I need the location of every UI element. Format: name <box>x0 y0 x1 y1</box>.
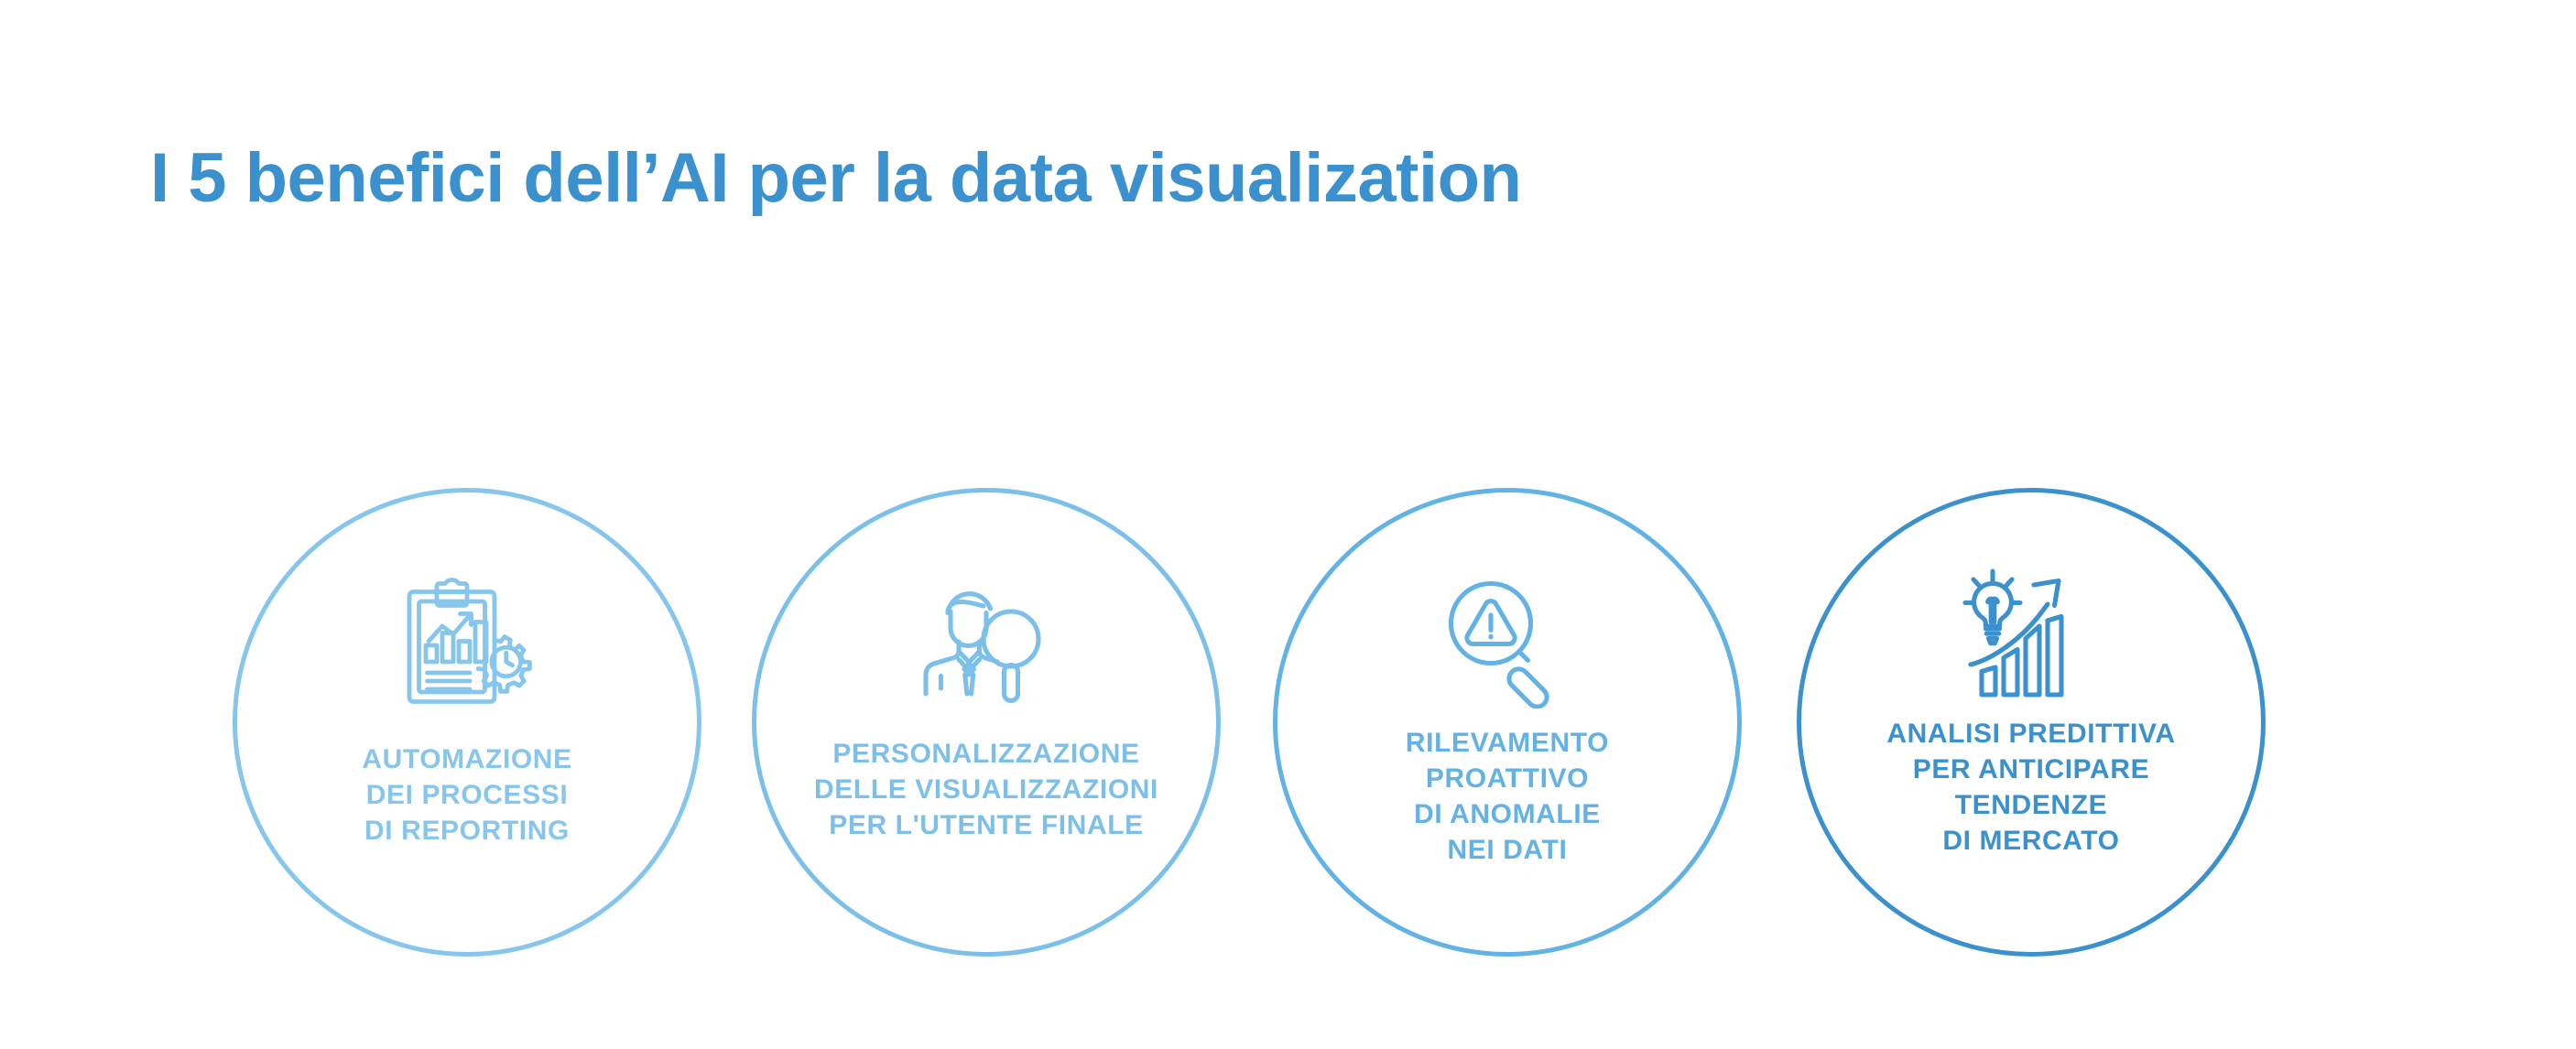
benefits-row: AUTOMAZIONE DEI PROCESSI DI REPORTING PE… <box>0 488 2576 957</box>
benefit-label-4: ANALISI PREDITTIVA PER ANTICIPARE TENDEN… <box>1886 719 2176 856</box>
benefit-circle-4[interactable]: ANALISI PREDITTIVA PER ANTICIPARE TENDEN… <box>1797 488 2266 957</box>
benefit-circle-3[interactable]: RILEVAMENTO PROATTIVO DI ANOMALIE NEI DA… <box>1273 488 1742 957</box>
benefit-circle-1[interactable]: AUTOMAZIONE DEI PROCESSI DI REPORTING <box>233 488 701 957</box>
user-magnifier-icon <box>923 591 1041 704</box>
benefit-label-2: PERSONALIZZAZIONE DELLE VISUALIZZAZIONI … <box>814 739 1158 840</box>
clipboard-report-gear-icon <box>407 578 532 704</box>
benefit-label-1: AUTOMAZIONE DEI PROCESSI DI REPORTING <box>362 744 572 846</box>
page-title: I 5 benefici dell’AI per la data visuali… <box>150 138 1522 217</box>
benefit-circle-2[interactable]: PERSONALIZZAZIONE DELLE VISUALIZZAZIONI … <box>752 488 1221 957</box>
magnifier-warning-icon <box>1448 580 1549 708</box>
lightbulb-growth-chart-icon <box>1962 568 2064 698</box>
benefit-label-3: RILEVAMENTO PROATTIVO DI ANOMALIE NEI DA… <box>1405 728 1610 865</box>
